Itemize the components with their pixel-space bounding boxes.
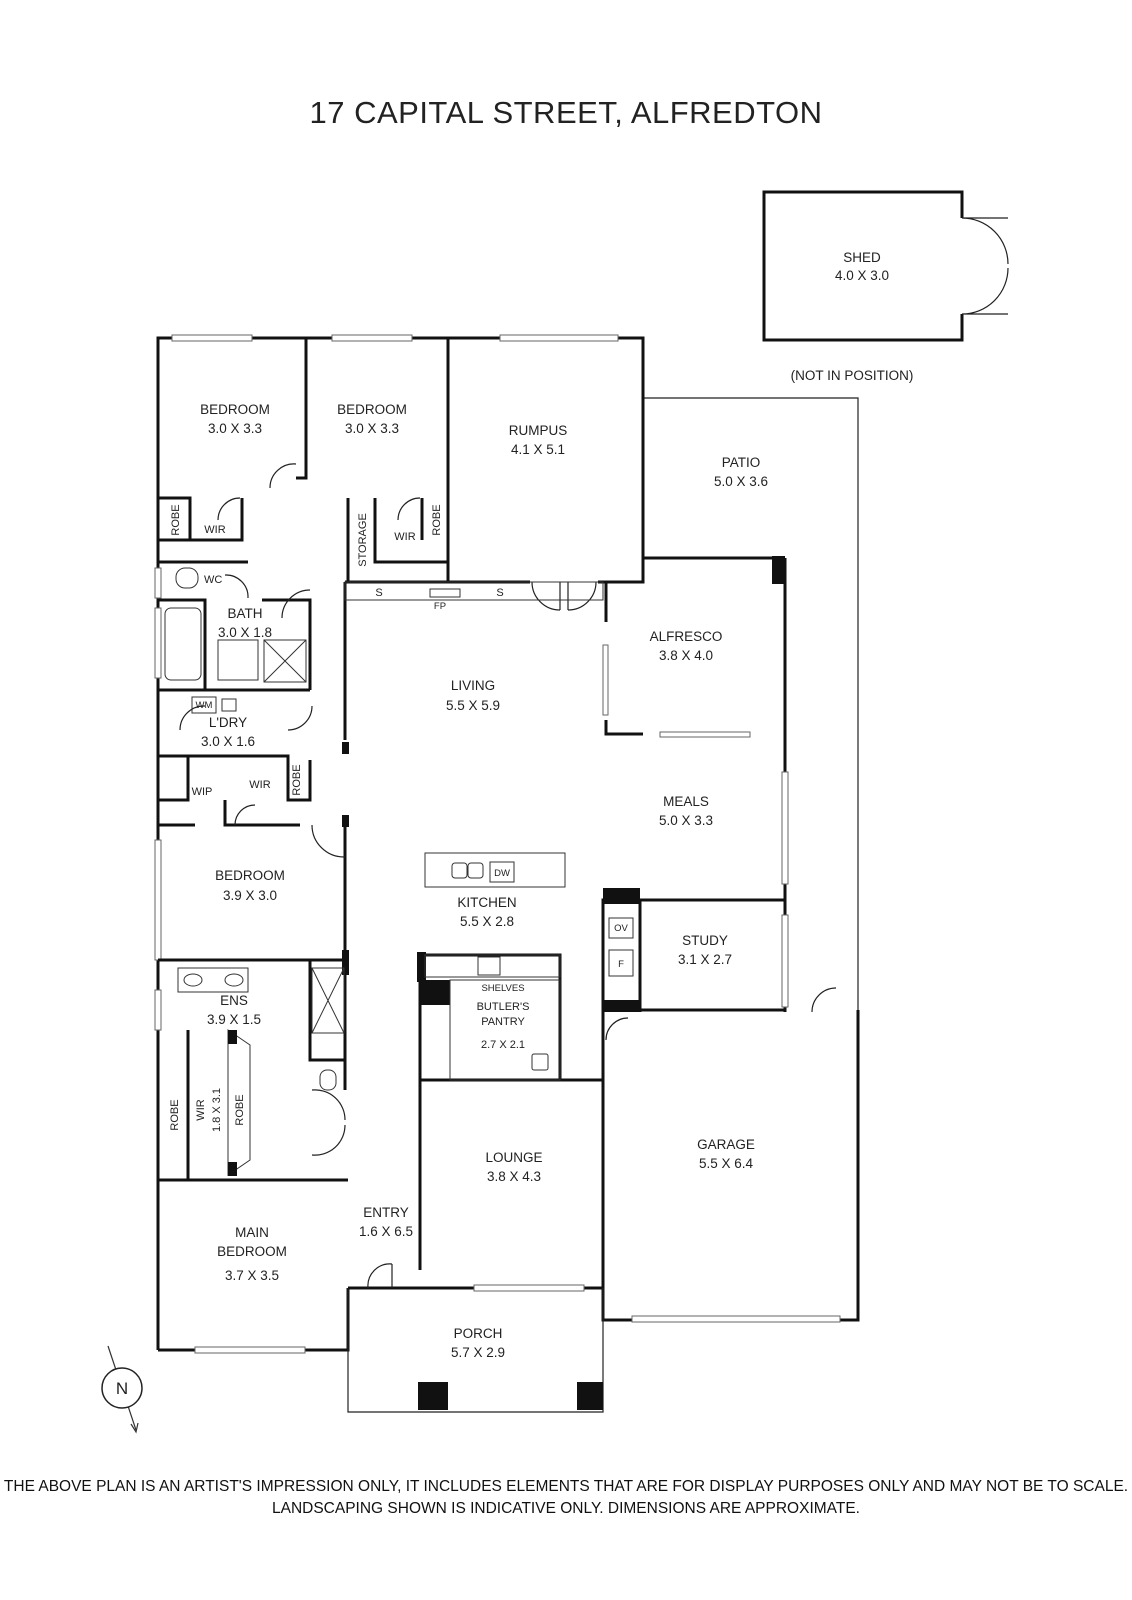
bedroom-1-name: BEDROOM (200, 402, 270, 417)
garage-door (631, 1315, 841, 1323)
garage-name: GARAGE (697, 1137, 755, 1152)
shed: SHED 4.0 X 3.0 (NOT IN POSITION) (762, 190, 1009, 383)
disclaimer: THE ABOVE PLAN IS AN ARTIST'S IMPRESSION… (0, 1476, 1132, 1520)
rumpus-name: RUMPUS (509, 423, 568, 438)
meals-name: MEALS (663, 794, 709, 809)
laundry-dim: 3.0 X 1.6 (201, 734, 255, 749)
shed-dim: 4.0 X 3.0 (835, 268, 889, 283)
fireplace-label: FP (434, 601, 446, 612)
main-bedroom-dim: 3.7 X 3.5 (225, 1268, 279, 1283)
butlers-pantry-name-1: BUTLER'S (477, 1001, 530, 1013)
robe-label-5: ROBE (234, 1094, 246, 1125)
disclaimer-line-1: THE ABOVE PLAN IS AN ARTIST'S IMPRESSION… (3, 1478, 1129, 1495)
wir-main-dim: 1.8 X 3.1 (211, 1088, 223, 1132)
garage-dim: 5.5 X 6.4 (699, 1156, 754, 1171)
entry-dim: 1.6 X 6.5 (359, 1224, 413, 1239)
study-name: STUDY (682, 933, 728, 948)
kitchen-name: KITCHEN (457, 895, 516, 910)
wir-label-2: WIR (394, 531, 415, 543)
robe-label-3: ROBE (291, 764, 303, 795)
bath-name: BATH (227, 606, 262, 621)
fixtures (164, 567, 634, 1176)
lounge-name: LOUNGE (485, 1150, 542, 1165)
alfresco-dim: 3.8 X 4.0 (659, 648, 713, 663)
lounge-dim: 3.8 X 4.3 (487, 1169, 541, 1184)
shed-name: SHED (843, 250, 881, 265)
dishwasher-label: DW (494, 868, 510, 879)
laundry-name: L'DRY (209, 715, 247, 730)
fridge-label: F (618, 959, 624, 970)
north-label: N (116, 1379, 128, 1398)
bath-dim: 3.0 X 1.8 (218, 625, 272, 640)
shelf-s-1: S (375, 587, 382, 599)
kitchen-dim: 5.5 X 2.8 (460, 914, 514, 929)
ens-dim: 3.9 X 1.5 (207, 1012, 261, 1027)
storage-label: STORAGE (357, 513, 369, 567)
robe-label-1: ROBE (170, 504, 182, 535)
bedroom-3-dim: 3.9 X 3.0 (223, 888, 277, 903)
ens-name: ENS (220, 993, 248, 1008)
butlers-pantry-dim: 2.7 X 2.1 (481, 1039, 525, 1051)
bedroom-3-name: BEDROOM (215, 868, 285, 883)
main-bedroom-name-1: MAIN (235, 1225, 269, 1240)
study-dim: 3.1 X 2.7 (678, 952, 732, 967)
patio-boundary (643, 397, 859, 1010)
oven-label: OV (614, 923, 628, 934)
shed-note: (NOT IN POSITION) (791, 368, 914, 383)
wir-label-3: WIR (249, 779, 270, 791)
wir-main-name: WIR (195, 1099, 207, 1120)
wc-label: WC (204, 574, 222, 586)
shelves-label: SHELVES (481, 983, 524, 994)
entry-name: ENTRY (363, 1205, 409, 1220)
living-dim: 5.5 X 5.9 (446, 698, 500, 713)
doors (179, 463, 837, 1289)
windows (154, 334, 789, 1354)
bedroom-2-dim: 3.0 X 3.3 (345, 421, 399, 436)
main-bedroom-name-2: BEDROOM (217, 1244, 287, 1259)
shelf-s-2: S (496, 587, 503, 599)
north-arrow: N (101, 1345, 143, 1434)
washing-machine-label: WM (196, 700, 213, 711)
patio-name: PATIO (722, 455, 761, 470)
rumpus-dim: 4.1 X 5.1 (511, 442, 565, 457)
robe-label-2: ROBE (431, 504, 443, 535)
disclaimer-line-2: LANDSCAPING SHOWN IS INDICATIVE ONLY. DI… (272, 1500, 860, 1517)
bedroom-2-name: BEDROOM (337, 402, 407, 417)
patio-dim: 5.0 X 3.6 (714, 474, 768, 489)
interior-walls (156, 338, 643, 1270)
columns (342, 556, 785, 1410)
meals-dim: 5.0 X 3.3 (659, 813, 713, 828)
wip-label: WIP (192, 786, 213, 798)
alfresco-name: ALFRESCO (650, 629, 723, 644)
bedroom-1-dim: 3.0 X 3.3 (208, 421, 262, 436)
porch-name: PORCH (454, 1326, 503, 1341)
porch-dim: 5.7 X 2.9 (451, 1345, 505, 1360)
living-name: LIVING (451, 678, 495, 693)
robe-label-4: ROBE (169, 1099, 181, 1130)
wir-label-1: WIR (204, 524, 225, 536)
butlers-pantry-name-2: PANTRY (481, 1016, 525, 1028)
plan-title: 17 CAPITAL STREET, ALFREDTON (309, 95, 823, 130)
